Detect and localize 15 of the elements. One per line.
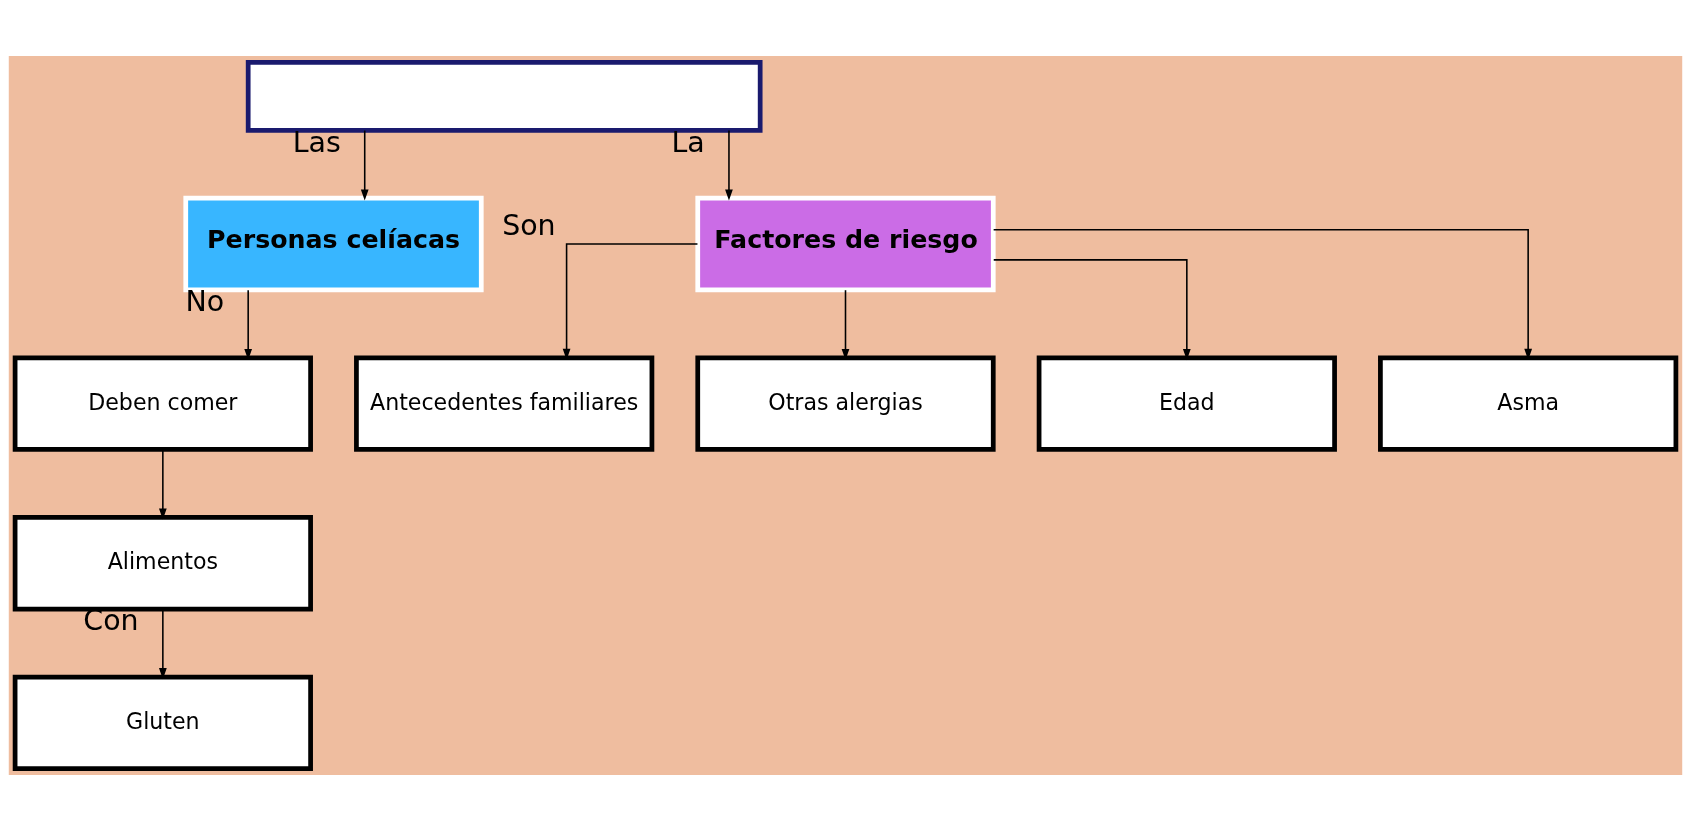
edge-label: Son [502, 209, 556, 243]
node-box: Otras alergias [695, 355, 996, 452]
node-box: Factores de riesgo [695, 195, 996, 293]
edge-label: La [671, 125, 705, 159]
arrow [360, 129, 369, 201]
node-box: Gluten [12, 674, 313, 772]
arrow [158, 449, 167, 520]
arrow [725, 129, 733, 201]
node-box: Deben comer [12, 355, 313, 452]
edge-label: Las [292, 125, 341, 159]
node-box: Edad [1036, 355, 1337, 452]
node-box: Asma [1378, 355, 1679, 452]
node-box [245, 59, 763, 133]
node-box: Alimentos [12, 515, 313, 612]
node-box: Antecedentes familiares [354, 355, 655, 452]
